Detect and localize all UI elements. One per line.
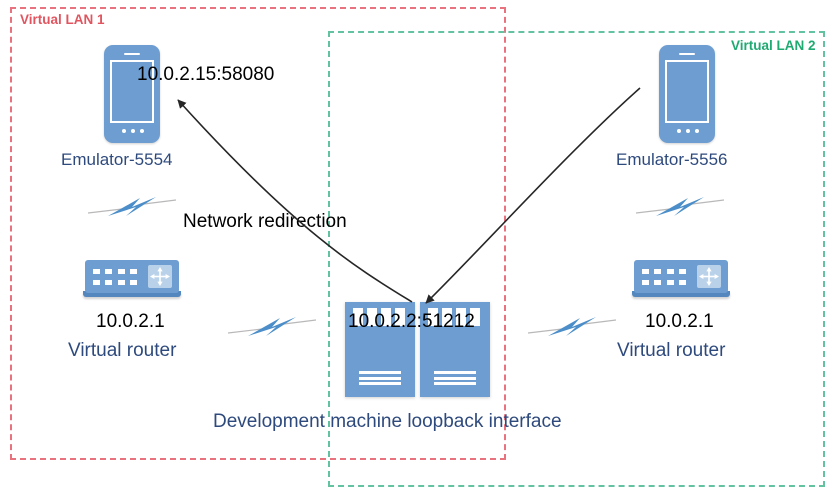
router-right-address: 10.0.2.1: [645, 311, 714, 332]
phone-home-dots: [677, 129, 699, 133]
router-left-label: Virtual router: [68, 340, 177, 361]
network-link-bolt-icon-lan1-upper: [88, 192, 176, 222]
server-drive-bays: [353, 308, 405, 326]
virtual-lan-2-label: Virtual LAN 2: [731, 38, 816, 53]
smartphone-icon-emulator-5556: [659, 45, 715, 143]
phone-screen: [665, 60, 709, 123]
router-base: [83, 291, 181, 297]
router-routing-arrows-icon: [148, 265, 172, 288]
router-icon-left: [83, 260, 181, 302]
server-half-left: [345, 302, 415, 397]
server-half-right: [420, 302, 490, 397]
router-left-address: 10.0.2.1: [96, 311, 165, 332]
phone-screen: [110, 60, 154, 123]
router-leds: [93, 269, 137, 285]
network-redirection-annotation: Network redirection: [183, 211, 347, 232]
server-icon-loopback: [345, 302, 490, 397]
server-drive-bays: [428, 308, 480, 326]
server-vent-lines: [359, 371, 401, 385]
smartphone-icon-emulator-5554: [104, 45, 160, 143]
phone-home-dots: [122, 129, 144, 133]
server-vent-lines: [434, 371, 476, 385]
phone-speaker: [679, 53, 695, 55]
loopback-caption: Development machine loopback interface: [213, 411, 562, 432]
router-routing-arrows-icon: [697, 265, 721, 288]
router-leds: [642, 269, 686, 285]
network-link-bolt-icon-lan2-upper: [636, 192, 724, 222]
emulator-5554-label: Emulator-5554: [61, 150, 173, 169]
phone-speaker: [124, 53, 140, 55]
network-link-bolt-icon-lan2-lower: [528, 312, 616, 342]
emulator-5554-address: 10.0.2.15:58080: [137, 64, 275, 85]
virtual-lan-1-label: Virtual LAN 1: [20, 12, 105, 27]
router-base: [632, 291, 730, 297]
router-icon-right: [632, 260, 730, 302]
emulator-5556-label: Emulator-5556: [616, 150, 728, 169]
loopback-address: 10.0.2.2:51212: [348, 311, 475, 332]
router-right-label: Virtual router: [617, 340, 726, 361]
network-link-bolt-icon-lan1-lower: [228, 312, 316, 342]
